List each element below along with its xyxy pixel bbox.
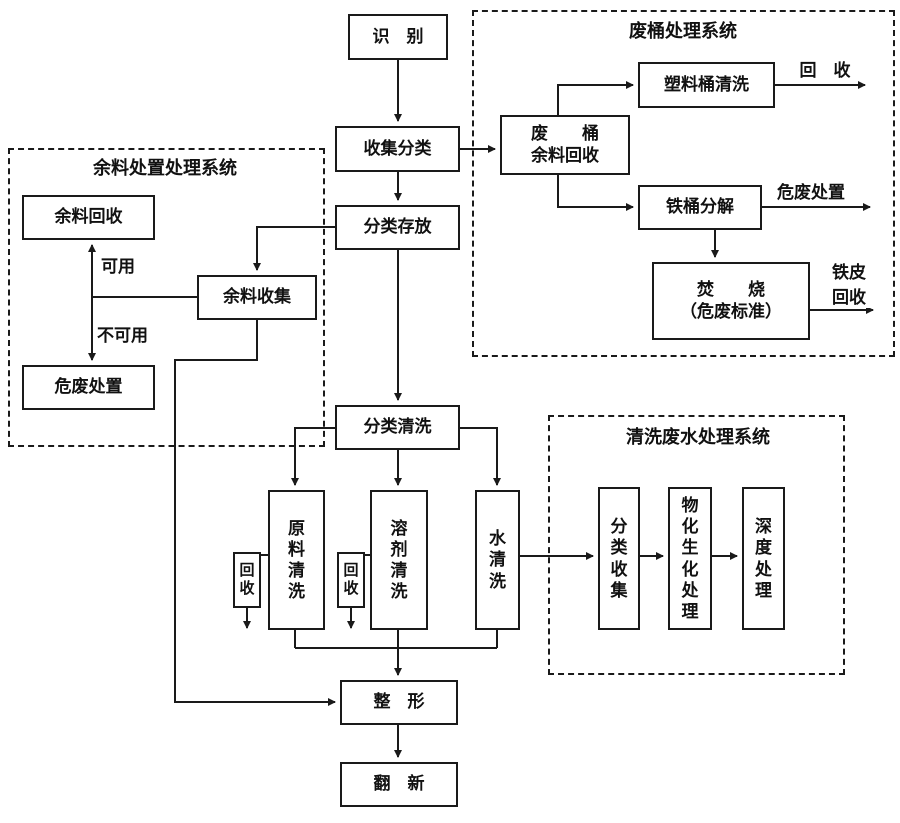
label-iron-sheet-recycle: 铁皮 回收: [816, 258, 882, 308]
node-hazardous-disposal: 危废处置: [22, 365, 155, 410]
node-water-cleaning: 水 清 洗: [475, 490, 520, 630]
residual-system-container: [8, 148, 325, 447]
node-collect-classify: 收集分类: [335, 126, 460, 172]
node-classified-collection: 分 类 收 集: [598, 487, 640, 630]
node-raw-material-cleaning: 原 料 清 洗: [268, 490, 325, 630]
node-advanced-treatment: 深 度 处 理: [742, 487, 785, 630]
node-recycle-raw: 回 收: [233, 552, 261, 608]
wastewater-system-title: 清洗废水处理系统: [618, 423, 778, 449]
label-unusable: 不可用: [96, 321, 149, 346]
residual-system-title: 余料处置处理系统: [70, 154, 260, 180]
node-reshape: 整 形: [340, 680, 458, 725]
node-renovate: 翻 新: [340, 762, 458, 807]
node-biochemical-treatment: 物 化 生 化 处 理: [668, 487, 712, 630]
node-identify: 识 别: [348, 14, 448, 60]
node-plastic-barrel-cleaning: 塑料桶清洗: [638, 62, 775, 108]
barrel-system-title: 废桶处理系统: [615, 17, 751, 43]
wastewater-system-container: [548, 415, 845, 675]
node-recycle-solvent: 回 收: [337, 552, 365, 608]
node-classified-cleaning: 分类清洗: [335, 405, 460, 450]
node-solvent-cleaning: 溶 剂 清 洗: [370, 490, 428, 630]
node-iron-barrel-disassembly: 铁桶分解: [638, 185, 762, 230]
barrel-system-container: [472, 10, 895, 357]
node-incineration: 焚 烧 （危废标准）: [652, 262, 810, 340]
node-barrel-residual-recycle: 废 桶 余料回收: [500, 115, 630, 175]
node-classified-storage: 分类存放: [335, 205, 460, 250]
label-hazardous-out: 危废处置: [776, 178, 846, 203]
label-usable: 可用: [100, 252, 136, 277]
node-residual-collect: 余料收集: [197, 275, 317, 320]
label-recycle-plastic: 回 收: [786, 56, 864, 81]
node-residual-recycle: 余料回收: [22, 195, 155, 240]
